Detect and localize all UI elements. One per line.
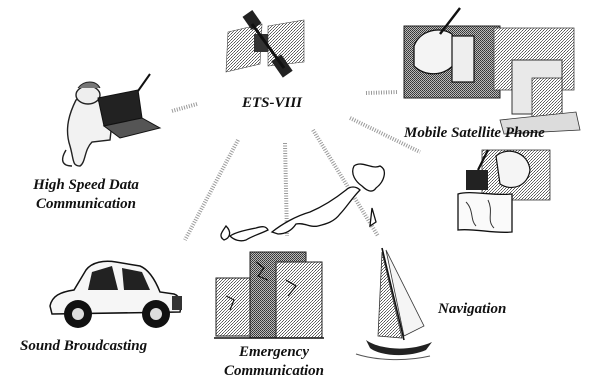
emergency-label-line1: Emergency: [239, 344, 309, 360]
high-speed-data-label: High Speed Data Communication: [8, 176, 164, 214]
phone-user-icon-2: [457, 149, 551, 234]
laptop-user-icon: [61, 73, 162, 167]
emergency-label-line2: Communication: [223, 363, 325, 379]
navigation-label: Navigation: [438, 301, 507, 317]
beam-to-sound: [183, 139, 240, 241]
signal-beams: [171, 90, 421, 241]
beam-to-phone-right: [349, 116, 421, 154]
emergency-communication-label: Emergency Communication: [214, 343, 334, 381]
mobile-satellite-phone-label: Mobile Satellite Phone: [404, 125, 545, 141]
beam-to-navigation: [311, 128, 380, 238]
japan-map-icon: [220, 163, 386, 242]
vintage-car-icon: [49, 260, 182, 328]
sailboat-icon: [355, 247, 432, 361]
satellite-label: ETS-VIII: [242, 95, 303, 111]
beam-to-emergency: [283, 142, 289, 237]
phone-user-icon: [403, 7, 581, 135]
damaged-buildings-icon: [214, 251, 324, 339]
high-speed-data-label-line1: High Speed Data: [33, 177, 139, 193]
high-speed-data-label-line2: Communication: [35, 196, 137, 212]
beam-to-phone-left: [365, 90, 399, 95]
beam-to-laptop: [171, 102, 198, 113]
satellite-icon: [225, 10, 305, 78]
sound-broadcasting-label: Sound Broudcasting: [20, 338, 148, 354]
